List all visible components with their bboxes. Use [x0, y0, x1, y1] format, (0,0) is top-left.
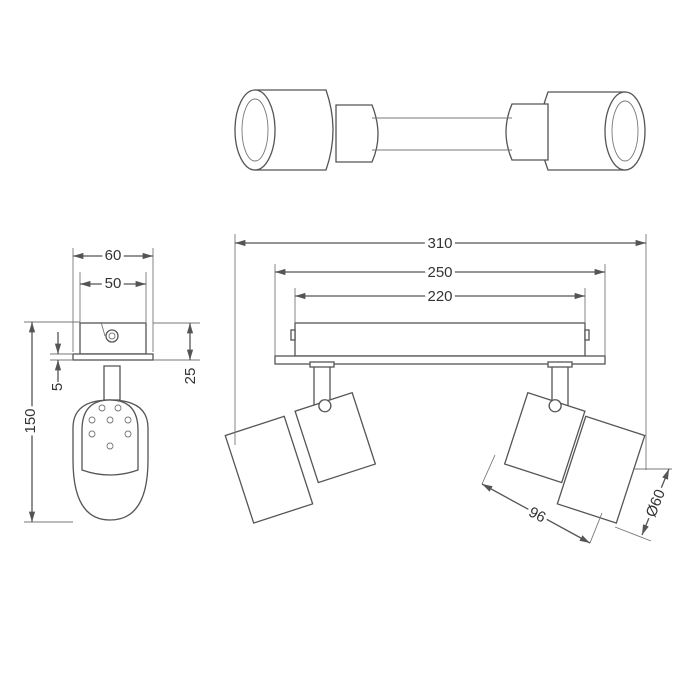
dim-250: 250 — [427, 264, 452, 281]
side-view — [72, 321, 154, 521]
dim-25: 25 — [182, 368, 199, 385]
front-view — [224, 322, 646, 524]
dim-60: 60 — [105, 247, 122, 264]
dim-96: 96 — [526, 504, 549, 527]
dim-5: 5 — [49, 383, 66, 391]
vent-holes — [88, 404, 132, 450]
dim-50: 50 — [105, 275, 122, 292]
dim-o60: Ø60 — [643, 487, 669, 520]
top-view — [234, 89, 646, 171]
front-dimensions — [234, 234, 672, 544]
dim-220: 220 — [427, 288, 452, 305]
dim-150: 150 — [22, 408, 39, 433]
dim-310: 310 — [427, 235, 452, 252]
side-dimensions — [24, 248, 200, 523]
